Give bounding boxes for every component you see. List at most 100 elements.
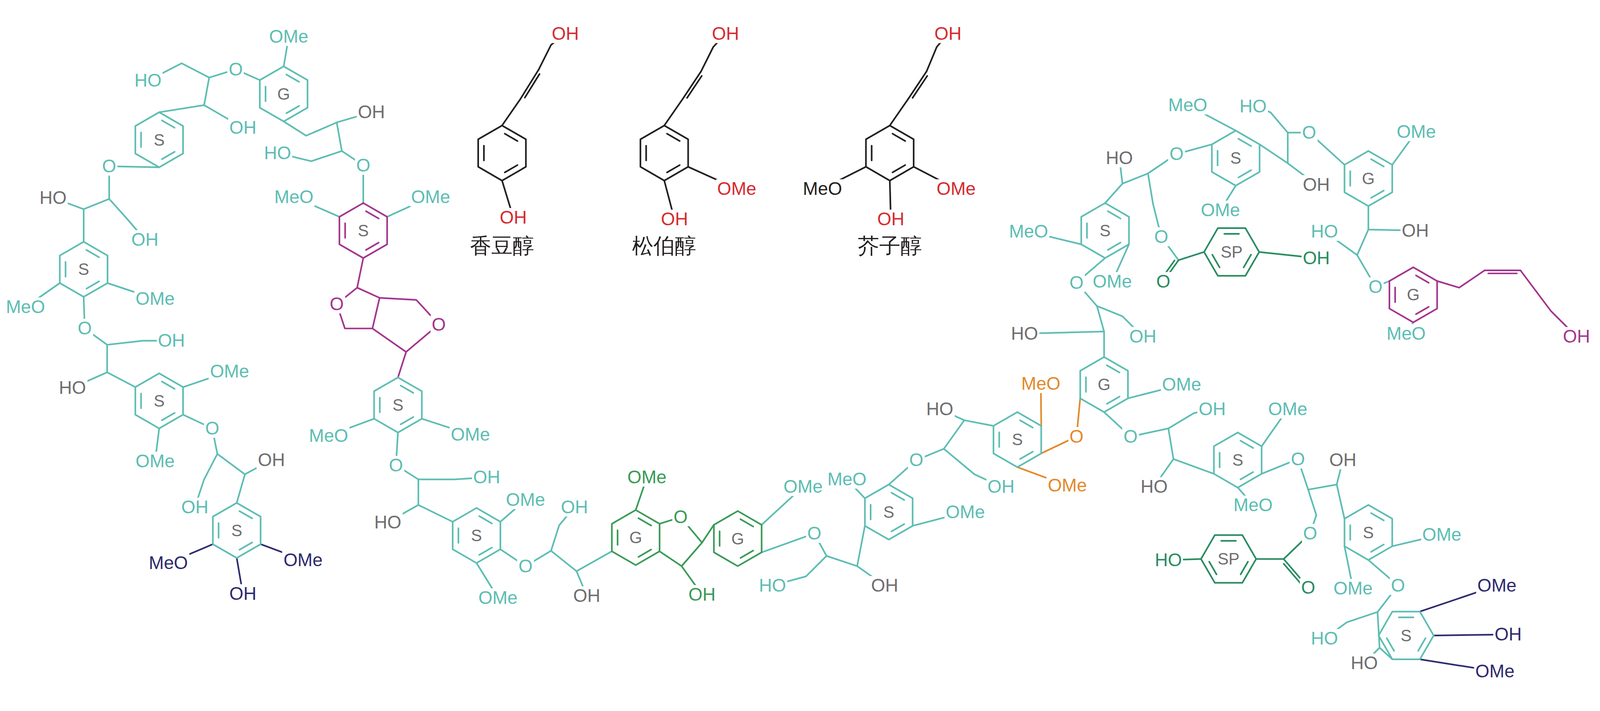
- bond-line: [1086, 223, 1088, 239]
- atom-label: OMe: [134, 289, 176, 309]
- atom-label: O: [328, 294, 345, 314]
- atom-label: HO: [1153, 550, 1183, 570]
- bond-line: [140, 132, 143, 148]
- bond-line: [86, 281, 99, 289]
- ring-label: G: [1407, 286, 1420, 303]
- bond-line: [857, 526, 865, 567]
- atom-label: OH: [1400, 221, 1431, 241]
- bond-line: [713, 511, 762, 567]
- atom-label: O: [76, 318, 93, 338]
- bond-line: [1344, 151, 1393, 207]
- atom-label: OMe: [1199, 200, 1242, 220]
- atom-label: O: [672, 507, 689, 527]
- atom-label: OH: [932, 24, 963, 44]
- bond-line: [1394, 287, 1396, 303]
- bond-line: [1488, 272, 1518, 275]
- atom-label: OMe: [625, 467, 668, 487]
- atom-label: OH: [659, 209, 690, 229]
- atom-label: O: [1299, 578, 1317, 598]
- bond-line: [1520, 270, 1577, 337]
- bond-line: [161, 381, 175, 390]
- ring-label: S: [153, 392, 165, 410]
- atom-label: O: [1300, 123, 1318, 143]
- bond-line: [1212, 254, 1220, 268]
- bond-line: [1218, 452, 1221, 468]
- bond-line: [1106, 365, 1120, 373]
- atom-label: OMe: [268, 27, 310, 46]
- atom-label: OH: [356, 102, 387, 122]
- atom-label: HO: [1309, 629, 1340, 649]
- atom-label: O: [907, 450, 925, 470]
- atom-label: HO: [132, 71, 163, 90]
- bond-line: [204, 77, 209, 106]
- atom-label: O: [517, 557, 534, 576]
- atom-label: OMe: [1395, 122, 1438, 142]
- atom-label: OMe: [208, 362, 251, 381]
- atom-label: OH: [875, 209, 906, 229]
- bond-line: [869, 504, 872, 520]
- bond-line: [502, 98, 521, 126]
- bond-line: [667, 165, 680, 173]
- bond-line: [612, 510, 660, 566]
- atom-label: O: [1068, 427, 1085, 447]
- bond-line: [109, 166, 145, 240]
- bond-line: [1224, 233, 1240, 235]
- bond-line: [1211, 130, 1260, 186]
- bond-line: [1240, 561, 1248, 575]
- bond-line: [701, 524, 714, 544]
- atom-label: O: [1122, 427, 1139, 447]
- bond-line: [483, 145, 485, 161]
- atom-label: OMe: [409, 187, 452, 207]
- bond-line: [1085, 377, 1087, 392]
- ring-label: S: [78, 261, 90, 278]
- bond-line: [964, 420, 994, 427]
- bond-line: [1416, 275, 1429, 283]
- atom-label: O: [1153, 227, 1170, 247]
- atom-label: OMe: [944, 502, 986, 522]
- atom-label: O: [806, 524, 823, 544]
- atom-label: OH: [130, 230, 160, 250]
- bond-line: [687, 75, 702, 99]
- atom-label: MeO: [147, 553, 189, 573]
- bond-line: [1437, 270, 1485, 288]
- bond-line: [1173, 459, 1214, 475]
- atom-label: HO: [373, 513, 403, 532]
- atom-label: HO: [757, 576, 788, 596]
- compound-name: 芥子醇: [856, 234, 924, 258]
- atom-label: MeO: [1385, 324, 1427, 344]
- atom-label: HO: [1309, 222, 1340, 241]
- bond-line: [217, 523, 220, 539]
- bond-line: [740, 550, 754, 559]
- bond-line: [1389, 267, 1438, 323]
- bond-line: [1238, 170, 1252, 178]
- atom-label: HO: [925, 399, 955, 419]
- bond-line: [1418, 638, 1426, 652]
- atom-label: O: [387, 456, 404, 475]
- bond-line: [1216, 151, 1219, 166]
- atom-label: HO: [1104, 148, 1135, 168]
- atom-label: MeO: [1007, 222, 1050, 241]
- bond-line: [478, 125, 526, 181]
- bond-line: [400, 385, 414, 394]
- atom-label: MeO: [4, 297, 46, 317]
- atom-label: HO: [1009, 324, 1040, 344]
- compound-name: 松伯醇: [630, 234, 698, 258]
- ring-label: SP: [1220, 243, 1243, 261]
- atom-label: HO: [1349, 653, 1380, 673]
- atom-label: OH: [180, 497, 210, 517]
- bond-line: [372, 297, 439, 353]
- atom-label: O: [1302, 524, 1319, 544]
- atom-label: OH: [559, 497, 590, 517]
- bond-line: [400, 417, 414, 425]
- bond-line: [259, 66, 308, 122]
- atom-label: OH: [571, 586, 602, 606]
- bond-line: [135, 373, 184, 429]
- bond-line: [866, 125, 914, 181]
- atom-label: OMe: [1473, 662, 1516, 681]
- atom-label: MeO: [272, 187, 315, 207]
- bond-line: [398, 352, 407, 378]
- bond-line: [159, 105, 205, 113]
- ring-label: G: [277, 85, 291, 103]
- bond-line: [64, 262, 67, 278]
- atom-label: O: [355, 155, 372, 175]
